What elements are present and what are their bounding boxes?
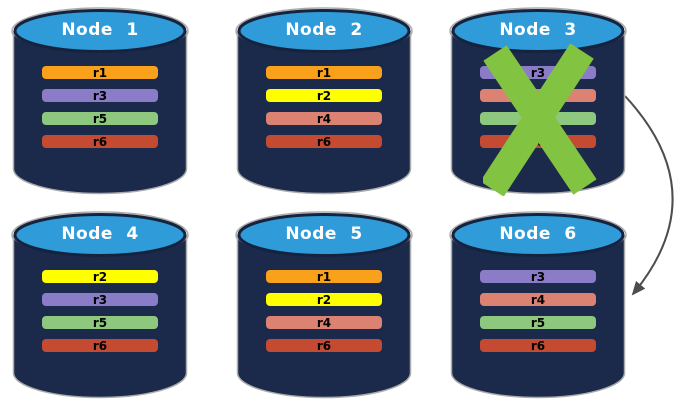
replica-list: r1 r3 r5 r6 [42,66,158,148]
arrow-curve [624,95,674,296]
replica-label: r6 [316,338,332,353]
replica-label: r3 [92,292,108,307]
node-title: Node 3 [499,20,577,40]
replica-bar-r1: r1 [42,66,158,79]
replica-list: r2 r3 r5 r6 [42,270,158,352]
replica-list: r1 r2 r4 r6 [266,66,382,148]
node-title: Node 1 [61,20,139,40]
node-6: Node 6 r3 r4 r5 r6 [449,210,627,400]
replica-bar-r2: r2 [266,293,382,306]
node-title: Node 6 [499,224,577,244]
replica-label: r1 [316,269,332,284]
node-5: Node 5 r1 r2 r4 r6 [235,210,413,400]
replica-label: r2 [316,292,332,307]
replica-bar-r3: r3 [480,270,596,283]
replica-bar-r1: r1 [266,270,382,283]
replica-bar-r2: r2 [42,270,158,283]
replica-list: r3 r4 r5 r6 [480,270,596,352]
replica-label: r6 [530,338,546,353]
replica-label: r2 [92,269,108,284]
replica-label: r6 [92,134,108,149]
replica-label: r5 [92,315,108,330]
replica-label: r4 [530,292,546,307]
replica-list: r1 r2 r4 r6 [266,270,382,352]
replica-label: r1 [92,65,108,80]
replica-bar-r1: r1 [266,66,382,79]
replica-bar-r3: r3 [42,89,158,102]
node-title: Node 5 [285,224,363,244]
replica-bar-r2: r2 [266,89,382,102]
failure-x-icon [483,44,597,196]
replica-bar-r6: r6 [42,339,158,352]
replica-bar-r4: r4 [480,293,596,306]
replica-label: r5 [92,111,108,126]
replica-label: r4 [316,315,332,330]
replica-label: r1 [316,65,332,80]
replica-bar-r5: r5 [42,316,158,329]
replica-bar-r5: r5 [42,112,158,125]
replica-label: r4 [316,111,332,126]
replica-bar-r3: r3 [42,293,158,306]
replica-label: r3 [530,65,546,80]
replica-label: r3 [530,269,546,284]
replica-label: r5 [530,315,546,330]
node-4: Node 4 r2 r3 r5 r6 [11,210,189,400]
replica-label: r2 [316,88,332,103]
replica-bar-r6: r6 [266,339,382,352]
node-2: Node 2 r1 r2 r4 r6 [235,6,413,196]
replica-bar-r6: r6 [480,339,596,352]
replica-label: r6 [92,338,108,353]
node-title: Node 4 [61,224,139,244]
replica-bar-r4: r4 [266,316,382,329]
node-title: Node 2 [285,20,363,40]
replica-label: r3 [92,88,108,103]
node-1: Node 1 r1 r3 r5 r6 [11,6,189,196]
replica-bar-r6: r6 [42,135,158,148]
replica-bar-r6: r6 [266,135,382,148]
replica-label: r6 [316,134,332,149]
replica-bar-r4: r4 [266,112,382,125]
replica-bar-r5: r5 [480,316,596,329]
